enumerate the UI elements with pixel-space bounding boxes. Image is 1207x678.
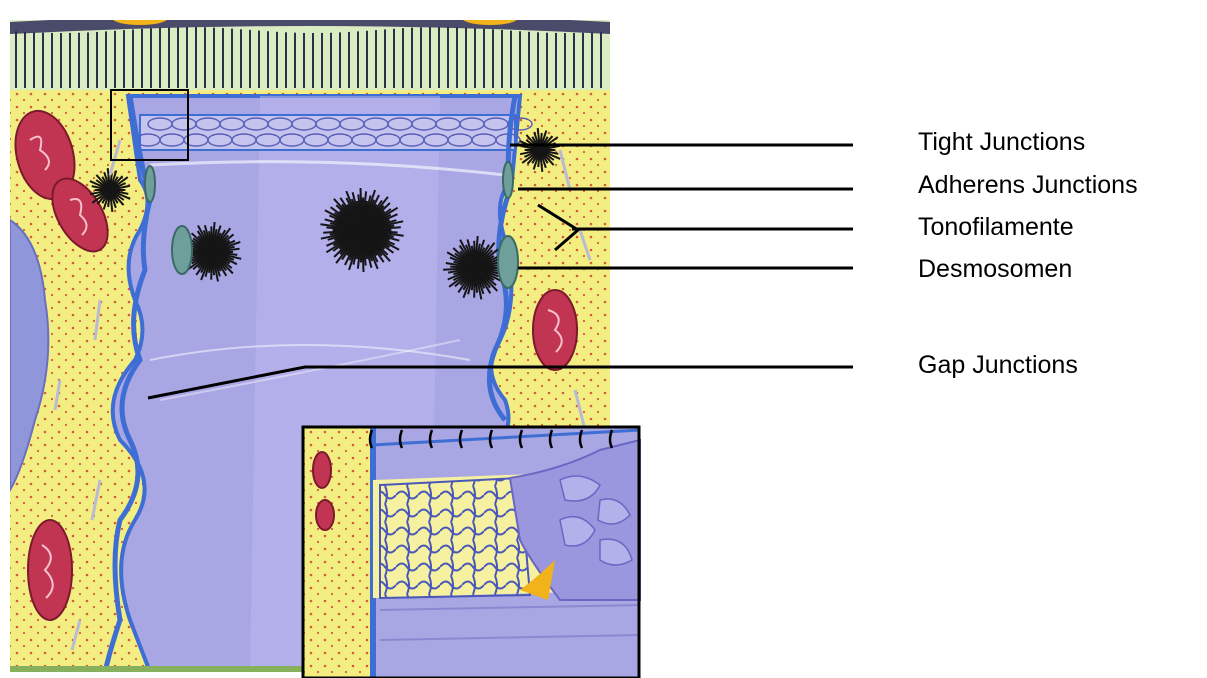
microvilli <box>10 11 610 90</box>
label-gap-junctions: Gap Junctions <box>918 353 1078 378</box>
inset-strand-network <box>380 478 530 598</box>
label-adherens-junctions: Adherens Junctions <box>918 173 1138 198</box>
label-tonofilamente: Tonofilamente <box>918 215 1074 240</box>
label-desmosomen: Desmosomen <box>918 257 1072 282</box>
label-tight-junctions: Tight Junctions <box>918 130 1085 155</box>
tight-junction-belt <box>140 115 515 150</box>
apical-cap-left <box>112 11 168 25</box>
inset-magnification <box>303 427 640 678</box>
apical-cap-right <box>462 11 518 25</box>
